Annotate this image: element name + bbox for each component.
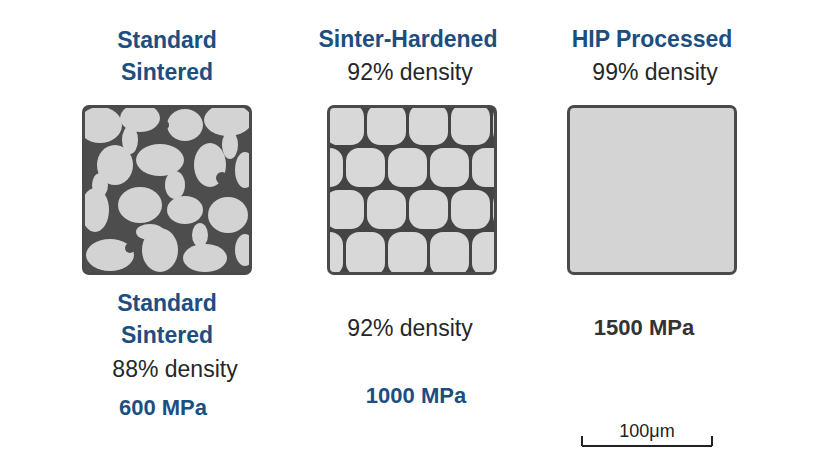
particle-neck [222,131,238,159]
microstructure-panel: Standard SinteredStandard Sintered88% de… [82,105,252,275]
porous-structure [84,107,250,273]
particle [118,187,162,223]
grain [388,232,427,273]
process-name: Standard Sintered [92,287,242,351]
particle-neck [165,171,185,199]
particle [136,144,184,176]
grain [409,190,448,229]
grain [472,232,495,273]
strength-value: 1000 MPa [366,382,466,410]
particle-neck [122,126,138,154]
pore [161,121,169,129]
density-value: 99% density [592,57,717,87]
grain [329,148,343,187]
density-value: 92% density [347,57,472,87]
particle [167,109,203,141]
scale-line [582,445,712,447]
process-heading: HIP Processed [572,23,733,55]
grain [472,148,495,187]
grain [451,107,490,145]
strength-value: 600 MPa [119,394,207,422]
particle [84,107,122,143]
particle [167,196,203,224]
pore [125,243,135,253]
grain-structure [329,107,495,273]
scale-tick [711,436,713,446]
grain [430,148,469,187]
grain [346,232,385,273]
strength-value: 1500 MPa [594,314,694,342]
density-value: 92% density [347,313,472,343]
particle [208,197,248,233]
particle-blobs [84,107,250,272]
particle-neck [192,223,208,247]
grain [329,232,343,273]
grain [388,148,427,187]
scale-label: 100μm [619,420,674,442]
process-heading: Standard Sintered [92,24,242,88]
particle [235,152,250,188]
grain [367,107,406,145]
grain [451,190,490,229]
particle [235,234,250,266]
grain [409,107,448,145]
scale-tick [581,436,583,446]
pore [216,172,228,184]
dense-structure [569,107,735,273]
microstructure-panel: Sinter-Hardened92% density92% density100… [327,105,497,275]
particle [204,107,250,136]
process-heading: Sinter-Hardened [319,23,498,55]
particle-neck [136,224,164,240]
grains [329,107,495,273]
density-value: 88% density [112,354,237,384]
particle [86,239,134,271]
microstructure-panel: HIP Processed99% density1500 MPa [567,105,737,275]
grain [329,190,364,229]
grain [430,232,469,273]
closed-pores [125,121,228,253]
grain [367,190,406,229]
grain [329,107,364,145]
grain [346,148,385,187]
particle [183,244,227,272]
particle-neck [92,173,108,197]
